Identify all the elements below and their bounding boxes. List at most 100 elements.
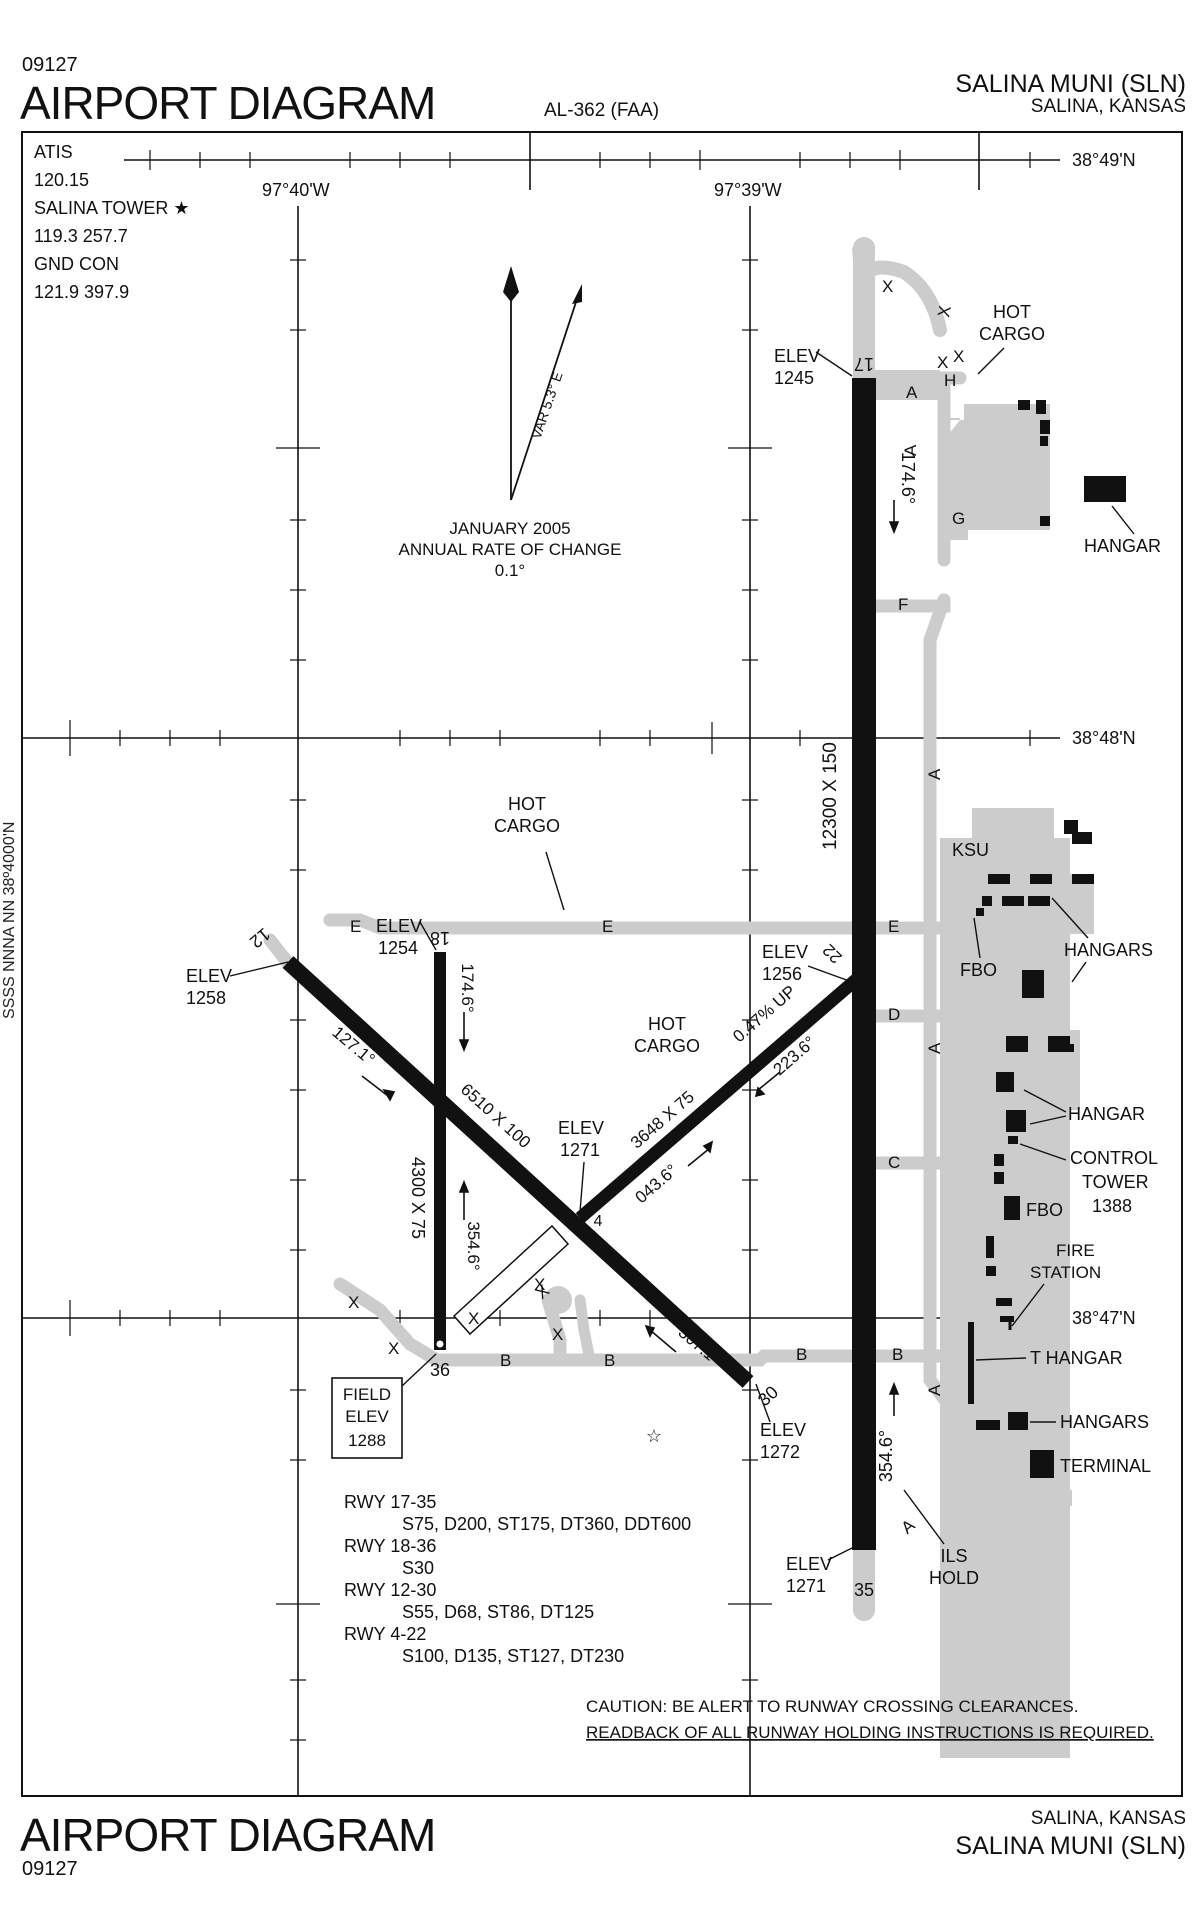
svg-text:S75, D200, ST175, DT360, DDT60: S75, D200, ST175, DT360, DDT600 <box>402 1514 691 1534</box>
svg-text:B: B <box>796 1345 807 1364</box>
lat-label-top: 38°49'N <box>1072 150 1136 170</box>
rwy-35-heading: 354.6° <box>876 1430 896 1482</box>
svg-text:B: B <box>500 1351 511 1370</box>
elev-4-label: ELEV <box>558 1118 604 1138</box>
terminal-label: TERMINAL <box>1060 1456 1151 1476</box>
elev-17-label: ELEV <box>774 346 820 366</box>
field-elev-line2: ELEV <box>345 1407 389 1426</box>
runway-12-30 <box>282 956 754 1388</box>
rwy-18-36-dimensions: 4300 X 75 <box>408 1157 428 1239</box>
svg-text:X: X <box>534 1275 545 1294</box>
hangar-north <box>1084 476 1126 502</box>
buildings <box>968 400 1126 1478</box>
svg-text:F: F <box>898 595 908 614</box>
svg-text:X: X <box>552 1325 563 1344</box>
svg-text:RWY 4-22: RWY 4-22 <box>344 1624 426 1644</box>
ground-label: GND CON <box>34 254 119 274</box>
svg-text:D: D <box>888 1005 900 1024</box>
footer-title: AIRPORT DIAGRAM <box>20 1809 436 1861</box>
atis-frequency: 120.15 <box>34 170 89 190</box>
svg-text:B: B <box>892 1345 903 1364</box>
magnetic-variation-arrows: VAR 5.3° E JANUARY 2005 ANNUAL RATE OF C… <box>399 266 622 580</box>
t-hangar-block <box>968 1322 974 1404</box>
hangars-label: HANGARS <box>1064 940 1153 960</box>
elev-18-value: 1254 <box>378 938 418 958</box>
runway-18-36 <box>434 952 446 1350</box>
svg-text:X: X <box>953 347 964 366</box>
svg-text:A: A <box>901 444 920 456</box>
control-tower-elev: 1388 <box>1092 1196 1132 1216</box>
fire-station-line2: STATION <box>1030 1263 1101 1282</box>
caution-line1: CAUTION: BE ALERT TO RUNWAY CROSSING CLE… <box>586 1697 1079 1716</box>
closed-markers: X X X X X X X X X X <box>348 277 964 1358</box>
hot-cargo-west-line2: CARGO <box>494 816 560 836</box>
footer-city-state: SALINA, KANSAS <box>1030 1808 1186 1829</box>
elev-17-value: 1245 <box>774 368 814 388</box>
svg-text:E: E <box>350 917 361 936</box>
rwy-18-heading: 174.6° <box>458 963 477 1012</box>
lon-label-west: 97°40'W <box>262 180 330 200</box>
svg-text:B: B <box>604 1351 615 1370</box>
hangars-south-label: HANGARS <box>1060 1412 1149 1432</box>
elev-12-label: ELEV <box>186 966 232 986</box>
svg-text:A: A <box>898 1515 919 1537</box>
rwy-36-label: 36 <box>430 1360 450 1380</box>
svg-text:X: X <box>882 277 893 296</box>
svg-text:X: X <box>388 1339 399 1358</box>
closed-runway-4-extension <box>452 1224 570 1336</box>
ksu-label: KSU <box>952 840 989 860</box>
change-line-2: ANNUAL RATE OF CHANGE <box>399 540 622 559</box>
apron-areas <box>852 248 1094 1758</box>
hot-cargo-north-line2: CARGO <box>979 324 1045 344</box>
elev-12-value: 1258 <box>186 988 226 1008</box>
elev-30-value: 1272 <box>760 1442 800 1462</box>
hangar-north-label: HANGAR <box>1084 536 1161 556</box>
runway-4-22 <box>575 973 863 1223</box>
svg-text:RWY 12-30: RWY 12-30 <box>344 1580 436 1600</box>
rwy-22-label: 22 <box>819 940 846 967</box>
apron-gap <box>1010 560 1050 680</box>
tower-frequency: 119.3 257.7 <box>34 226 128 246</box>
runway-17-35 <box>852 378 876 1550</box>
svg-text:S55, D68, ST86, DT125: S55, D68, ST86, DT125 <box>402 1602 594 1622</box>
rwy-4-label: 4 <box>594 1213 603 1230</box>
svg-text:S100, D135, ST127, DT230: S100, D135, ST127, DT230 <box>402 1646 624 1666</box>
elev-18-label: ELEV <box>376 916 422 936</box>
tower-label: SALINA TOWER ★ <box>34 198 190 218</box>
rwy-17-35-dimensions: 12300 X 150 <box>820 742 841 850</box>
airport-city-state: SALINA, KANSAS <box>1030 96 1186 117</box>
footer-procedure-id: 09127 <box>22 1858 78 1880</box>
svg-text:S30: S30 <box>402 1558 434 1578</box>
airport-name: SALINA MUNI (SLN) <box>955 70 1186 98</box>
hold-pad <box>544 1286 572 1314</box>
field-elev-value: 1288 <box>348 1431 386 1450</box>
hot-cargo-south-line2: CARGO <box>634 1036 700 1056</box>
magnetic-north-arrow-icon <box>572 284 582 304</box>
svg-text:A: A <box>925 1384 944 1396</box>
svg-text:E: E <box>602 917 613 936</box>
rwy-35-label: 35 <box>854 1580 874 1600</box>
svg-text:RWY 17-35: RWY 17-35 <box>344 1492 436 1512</box>
ils-hold-line2: HOLD <box>929 1568 979 1588</box>
runways <box>282 378 876 1550</box>
true-north-icon <box>503 266 519 302</box>
procedure-id: 09127 <box>22 54 78 76</box>
change-line-3: 0.1° <box>495 561 525 580</box>
ils-hold-line1: ILS <box>940 1546 967 1566</box>
beacon-icon: ☆ <box>646 1426 662 1446</box>
atis-label: ATIS <box>34 142 73 162</box>
t-hangar-label: T HANGAR <box>1030 1348 1123 1368</box>
fbo-south-label: FBO <box>1026 1200 1063 1220</box>
elev-30-label: ELEV <box>760 1420 806 1440</box>
grid-ticks <box>69 150 1031 1741</box>
runway-36-threshold-dot <box>436 1340 444 1348</box>
variation-label: VAR 5.3° E <box>528 370 566 441</box>
runway-strength: RWY 17-35 S75, D200, ST175, DT360, DDT60… <box>344 1492 691 1666</box>
caution-line2: READBACK OF ALL RUNWAY HOLDING INSTRUCTI… <box>586 1723 1154 1742</box>
elev-22-label: ELEV <box>762 942 808 962</box>
hangar-mid-label: HANGAR <box>1068 1104 1145 1124</box>
svg-text:G: G <box>952 509 965 528</box>
lat-label-bottom: 38°47'N <box>1072 1308 1136 1328</box>
elev-35-value: 1271 <box>786 1576 826 1596</box>
